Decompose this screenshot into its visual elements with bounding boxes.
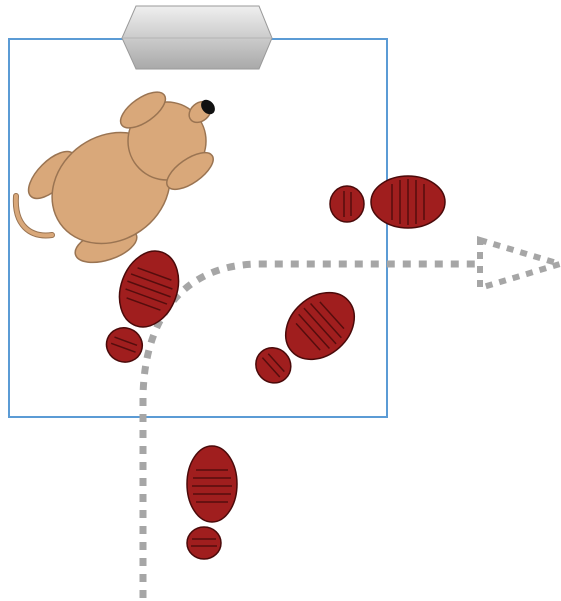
footprint-icon: [186, 445, 238, 560]
dog-icon: [12, 91, 215, 264]
footprint-icon: [329, 175, 446, 229]
arrow-head-icon: [477, 235, 561, 293]
footprint-icon: [255, 291, 356, 384]
footprint-icon: [105, 250, 180, 363]
door-icon: [121, 5, 273, 70]
